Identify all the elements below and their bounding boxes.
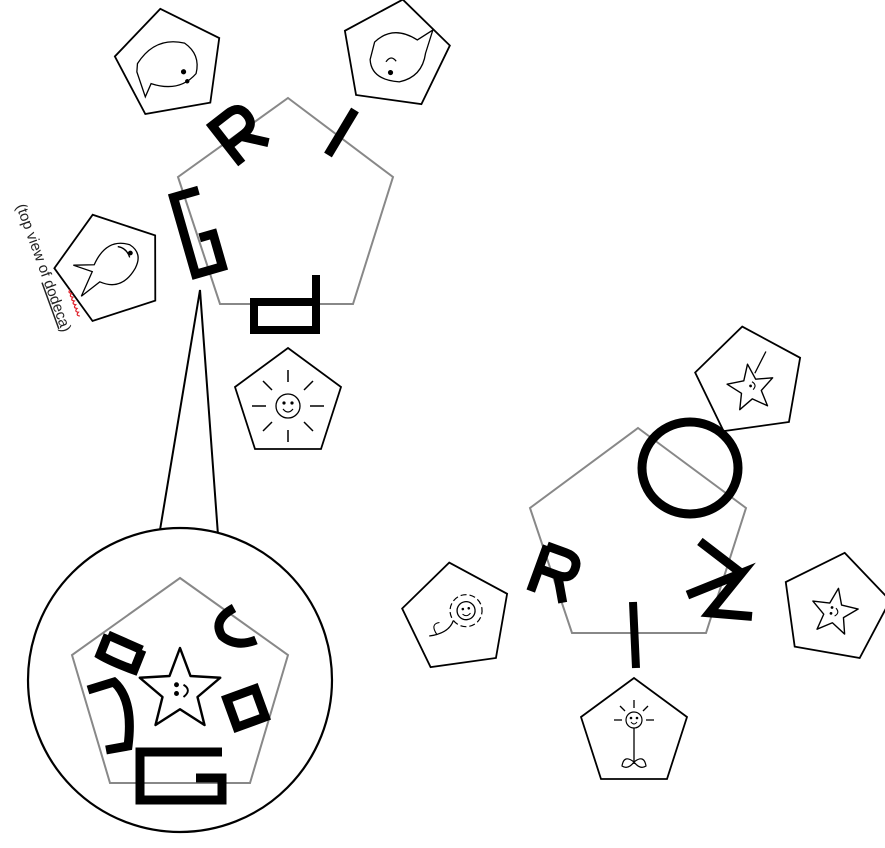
star-icon	[690, 319, 809, 434]
star-icon	[775, 544, 885, 662]
letter-R-top-left	[212, 105, 268, 164]
letter-I-top-left	[328, 110, 355, 155]
letter-P-top-left	[254, 275, 316, 330]
flower-sun-icon	[581, 678, 687, 779]
letter-R-right	[531, 546, 579, 603]
letter-N-right	[682, 537, 752, 623]
letter-O-right	[642, 422, 738, 514]
fish-icon	[108, 0, 230, 118]
right-face-group	[397, 319, 885, 779]
fish-icon	[336, 0, 455, 107]
letter-I-right	[633, 602, 636, 668]
top-left-face-group: (top view of dodeca)	[12, 0, 455, 449]
callout-pointer	[160, 290, 218, 535]
letter-G-top-left	[174, 190, 223, 275]
flower-icon	[397, 555, 516, 670]
sun-icon	[235, 348, 341, 449]
